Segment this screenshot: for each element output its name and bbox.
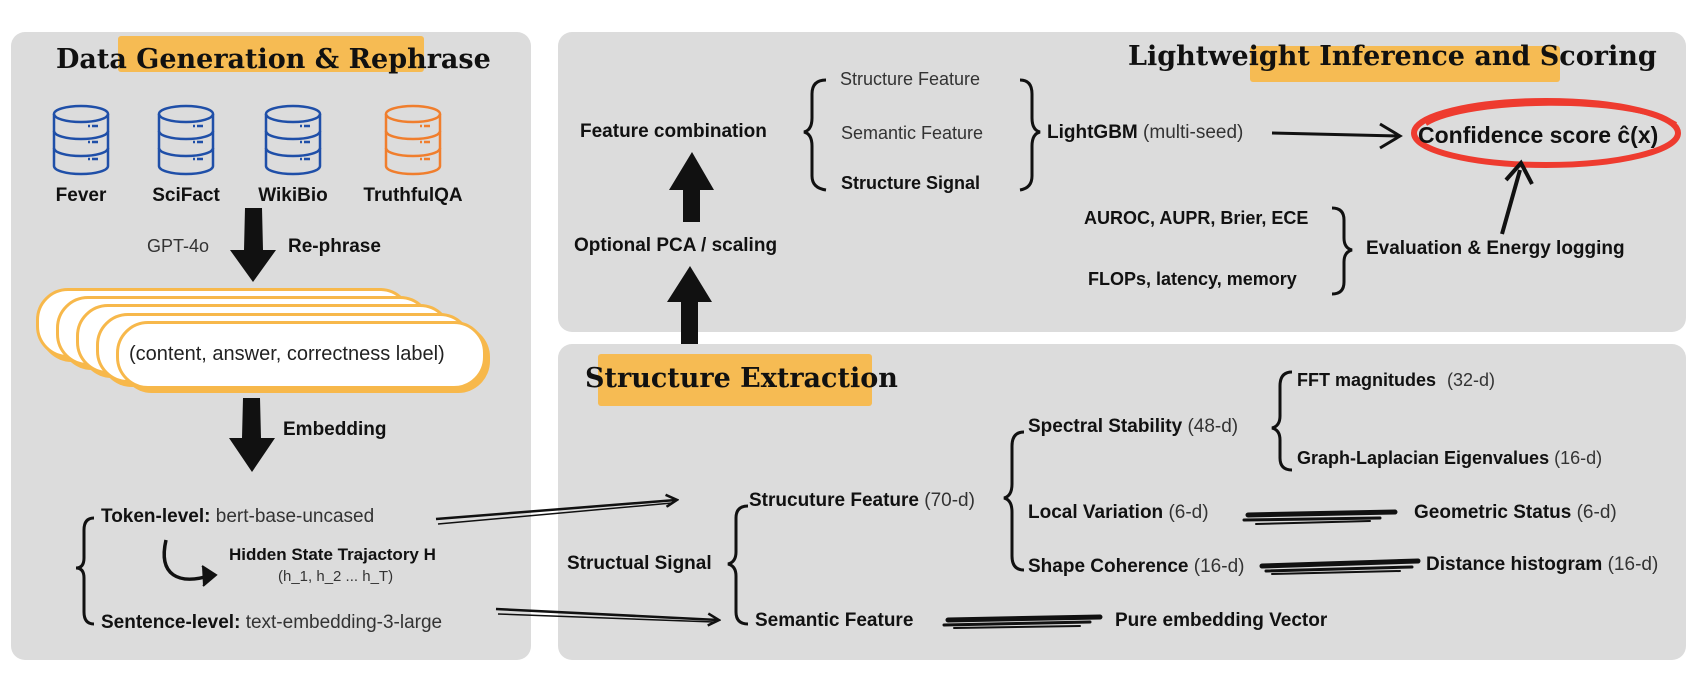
distance-histogram-dim: (16-d) — [1607, 554, 1659, 575]
local-variation-row: Local Variation (6-d) — [1028, 502, 1209, 524]
brace-item-structure-signal: Structure Signal — [841, 173, 981, 193]
title-highlight — [118, 36, 424, 72]
evaluation-label: Evaluation & Energy logging — [1366, 238, 1625, 259]
down-arrow-rephrase — [230, 208, 276, 282]
inference-panel — [558, 32, 1686, 332]
fft-row: FFT magnitudes (32-d) — [1297, 370, 1495, 391]
sentence-level-label: Sentence-level: — [101, 612, 241, 633]
title-highlight — [1250, 46, 1560, 82]
confidence-score-label: Confidence score ĉ(x) — [1418, 122, 1659, 148]
metrics-quality: AUROC, AUPR, Brier, ECE — [1084, 208, 1309, 228]
brace-item-structure-feature: Structure Feature — [840, 69, 981, 89]
spectral-brace — [1271, 370, 1293, 472]
laplacian-row: Graph-Laplacian Eigenvalues (16-d) — [1297, 448, 1602, 469]
shape-coherence-label: Shape Coherence — [1028, 556, 1189, 577]
structure-feature-row: Strucuture Feature (70-d) — [749, 490, 975, 512]
laplacian-label: Graph-Laplacian Eigenvalues — [1297, 448, 1550, 468]
structure-feature-dim: (70-d) — [924, 490, 975, 511]
dataset-label-truthfulqa: TruthfulQA — [363, 185, 463, 206]
dataset-label-fever: Fever — [55, 185, 107, 206]
spectral-row: Spectral Stability (48-d) — [1028, 416, 1238, 438]
structual-signal-brace — [727, 504, 749, 626]
token-level-model: bert-base-uncased — [215, 506, 375, 527]
semantic-feature-label: Semantic Feature — [755, 610, 914, 631]
dataset-label-scifact: SciFact — [152, 185, 220, 206]
token-level-row: Token-level: bert-base-uncased — [101, 506, 374, 528]
up-arrow-feature — [669, 152, 714, 222]
fft-dim: (32-d) — [1447, 370, 1496, 390]
sentence-to-semantic-arrow — [495, 607, 718, 620]
sentence-level-row: Sentence-level: text-embedding-3-large — [101, 612, 442, 634]
structure-feature-label: Strucuture Feature — [749, 490, 919, 511]
spectral-label: Spectral Stability — [1028, 416, 1183, 437]
optional-pca-label: Optional PCA / scaling — [574, 235, 778, 256]
structual-signal-label: Structual Signal — [567, 553, 712, 574]
metrics-efficiency: FLOPs, latency, memory — [1088, 269, 1297, 289]
feature-combination-label: Feature combination — [580, 121, 767, 142]
brace-item-semantic-feature: Semantic Feature — [841, 123, 984, 143]
dataset-label-wikibio: WikiBio — [258, 185, 328, 206]
hidden-state-curve-arrow — [162, 539, 213, 581]
data-generation-title: Data Generation & Rephrase — [56, 44, 491, 75]
lightgbm-row: LightGBM (multi-seed) — [1047, 122, 1243, 144]
lightgbm-to-confidence-arrow — [1271, 131, 1399, 138]
brush-stroke-local-variation — [1242, 509, 1398, 525]
shape-coherence-row: Shape Coherence (16-d) — [1028, 556, 1244, 578]
token-level-label: Token-level: — [101, 506, 211, 527]
title-highlight — [598, 354, 872, 406]
rephrase-label: Re-phrase — [288, 236, 381, 257]
sentence-level-model: text-embedding-3-large — [245, 612, 443, 633]
pure-embedding-label: Pure embedding Vector — [1115, 610, 1328, 631]
database-icon-truthfulqa — [384, 104, 442, 176]
database-icon-scifact — [157, 104, 215, 176]
structure-extraction-title: Structure Extraction — [585, 363, 898, 394]
feature-open-brace — [803, 78, 827, 192]
token-to-structure-arrow — [435, 500, 676, 521]
up-arrow-pca — [667, 266, 712, 344]
sample-card: (content, answer, correctness label) — [116, 321, 486, 389]
embedding-label: Embedding — [283, 419, 387, 440]
distance-histogram-row: Distance histogram (16-d) — [1426, 554, 1658, 576]
hidden-state-sequence: (h_1, h_2 ... h_T) — [278, 568, 394, 585]
database-icon-fever — [52, 104, 110, 176]
lightgbm-label: LightGBM — [1047, 122, 1138, 143]
local-variation-dim: (6-d) — [1168, 502, 1209, 523]
geometric-status-label: Geometric Status — [1414, 502, 1572, 523]
inference-title: Lightweight Inference and Scoring — [1128, 41, 1657, 72]
evaluation-to-confidence-arrow — [1500, 169, 1522, 235]
distance-histogram-label: Distance histogram — [1426, 554, 1603, 575]
gpt-label: GPT-4o — [147, 236, 210, 256]
database-icon-wikibio — [264, 104, 322, 176]
metrics-brace — [1331, 206, 1353, 296]
sample-card-text: (content, answer, correctness label) — [129, 343, 445, 365]
token-sentence-brace — [75, 516, 95, 626]
laplacian-dim: (16-d) — [1554, 448, 1603, 468]
confidence-ring — [1408, 94, 1684, 172]
fft-label: FFT magnitudes — [1297, 370, 1436, 390]
spectral-dim: (48-d) — [1187, 416, 1239, 437]
feature-close-brace — [1019, 78, 1041, 192]
brush-stroke-semantic — [942, 614, 1103, 629]
hidden-state-title: Hidden State Trajactory H — [229, 545, 436, 564]
geometric-status-dim: (6-d) — [1576, 502, 1617, 523]
local-variation-label: Local Variation — [1028, 502, 1164, 523]
lightgbm-note: (multi-seed) — [1143, 122, 1244, 143]
geometric-status-row: Geometric Status (6-d) — [1414, 502, 1617, 524]
down-arrow-embedding — [229, 398, 275, 472]
structure-feature-brace — [1003, 430, 1025, 572]
shape-coherence-dim: (16-d) — [1193, 556, 1245, 577]
brush-stroke-shape-coherence — [1259, 558, 1421, 575]
